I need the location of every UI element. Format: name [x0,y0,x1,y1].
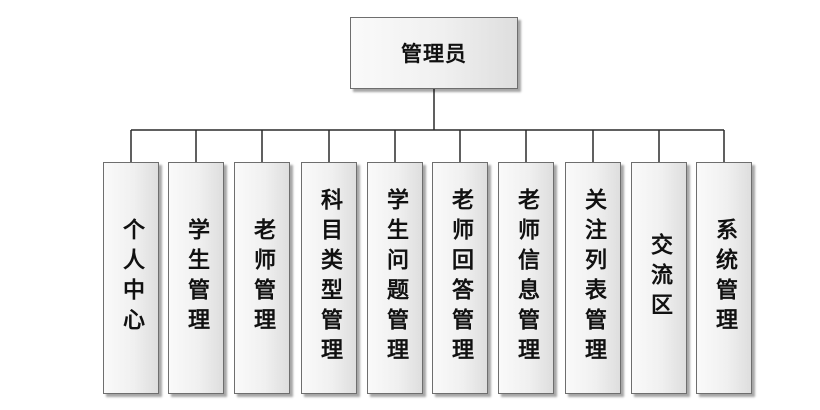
child-node-teacher-answer-management: 老师回答管理 [432,162,488,394]
child-node-system-management: 系统管理 [696,162,752,394]
child-node-label: 老师信息管理 [514,188,539,368]
root-node-label: 管理员 [401,42,467,66]
child-node-label: 科目类型管理 [317,188,342,368]
child-node-follow-list-management: 关注列表管理 [565,162,621,394]
child-node-label: 个人中心 [119,218,144,338]
child-node-subject-type-management: 科目类型管理 [301,162,357,394]
child-node-exchange-area: 交流区 [631,162,687,394]
child-node-label: 系统管理 [712,218,737,338]
child-node-label: 交流区 [647,233,672,323]
child-node-teacher-info-management: 老师信息管理 [498,162,554,394]
child-node-label: 关注列表管理 [581,188,606,368]
child-node-label: 老师管理 [250,218,275,338]
root-node-admin: 管理员 [350,17,518,89]
child-node-teacher-management: 老师管理 [234,162,290,394]
child-node-personal-center: 个人中心 [103,162,159,394]
child-node-label: 老师回答管理 [448,188,473,368]
child-node-label: 学生问题管理 [383,188,408,368]
child-node-student-management: 学生管理 [168,162,224,394]
child-node-label: 学生管理 [184,218,209,338]
child-node-student-question-management: 学生问题管理 [367,162,423,394]
